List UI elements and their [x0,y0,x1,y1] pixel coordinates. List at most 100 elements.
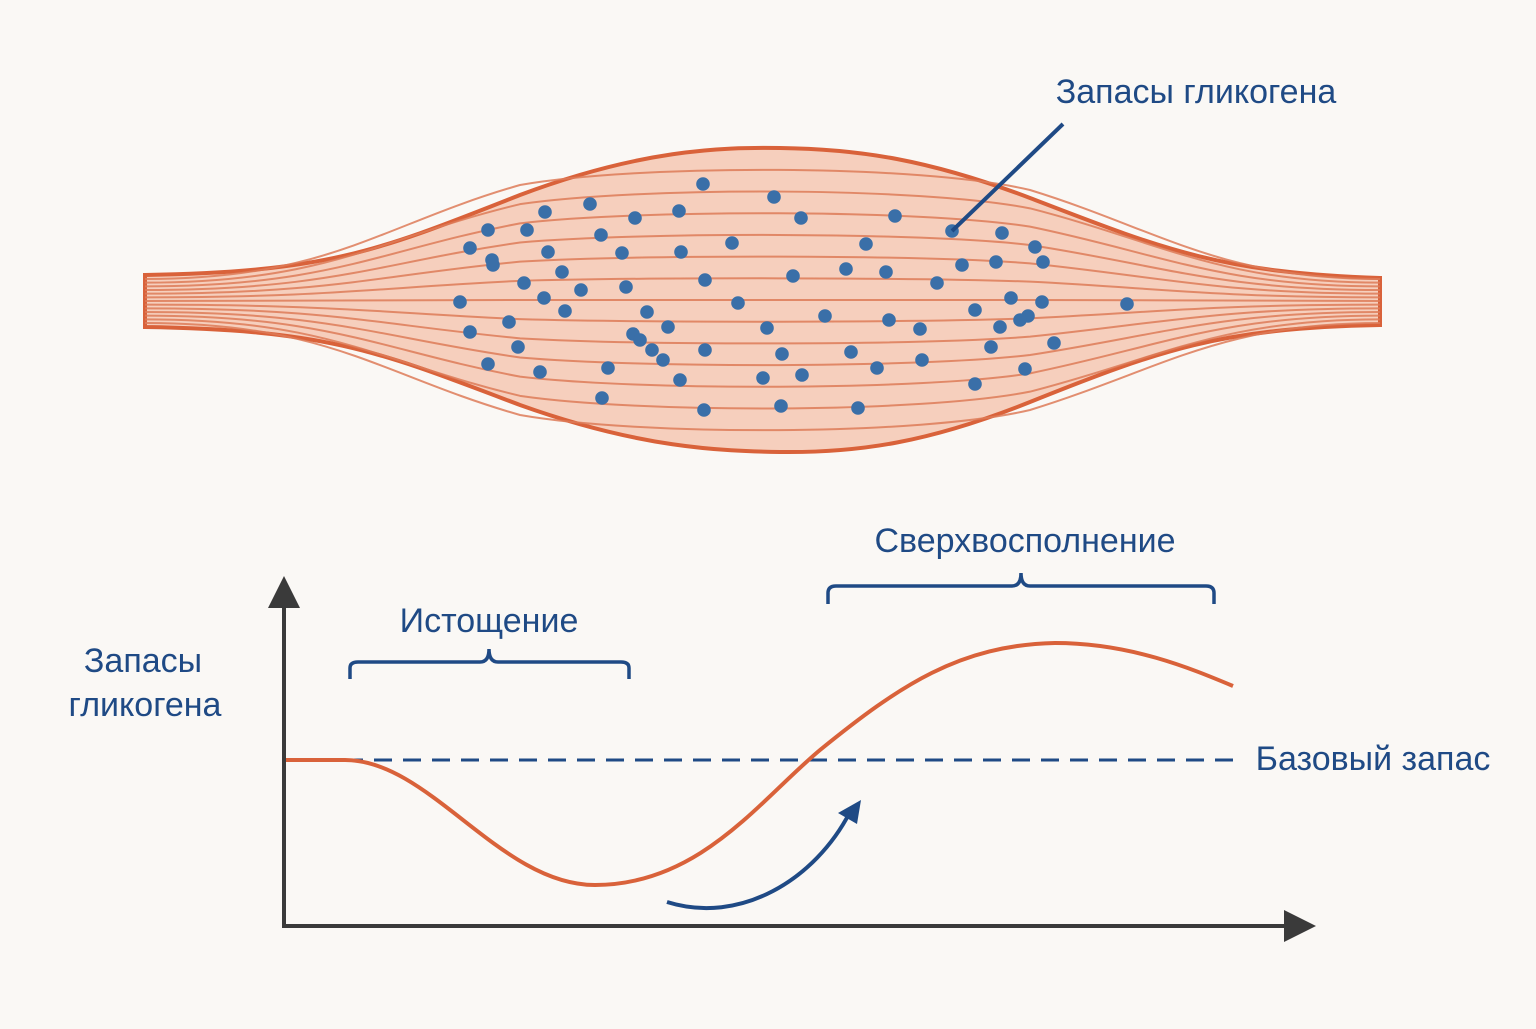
glycogen-granule [697,403,711,417]
glycogen-granule [537,291,551,305]
glycogen-granule [502,315,516,329]
glycogen-granule [851,401,865,415]
glycogen-granule [463,325,477,339]
glycogen-granule [674,245,688,259]
glycogen-granule [879,265,893,279]
glycogen-granule [1047,336,1061,350]
muscle-fiber-line [144,168,1381,280]
glycogen-granule [481,357,495,371]
glycogen-granule [984,340,998,354]
glycogen-curve [286,640,1234,888]
glycogen-granule [595,391,609,405]
muscle-fiber-line [144,277,1381,299]
glycogen-granule [795,368,809,382]
glycogen-granule [628,211,642,225]
glycogen-granules [453,177,1134,417]
glycogen-granule [696,177,710,191]
glycogen-granule [1035,295,1049,309]
glycogen-granule [594,228,608,242]
glycogen-granule [1028,240,1042,254]
glycogen-granule [767,190,781,204]
glycogen-granule [645,343,659,357]
glycogen-granule [511,340,525,354]
depletion-label: Истощение [400,602,579,640]
muscle-fiber-line [144,212,1381,288]
glycogen-granule [995,226,1009,240]
glycogen-granule [673,373,687,387]
muscle-fiber-line [144,314,1381,388]
glycogen-granule [601,361,615,375]
glycogen-granule [661,320,675,334]
muscle-fiber-line [144,298,1381,302]
glycogen-granule [859,237,873,251]
glycogen-granule [882,313,896,327]
glycogen-granule [989,255,1003,269]
muscle-illustration [143,145,1382,455]
glycogen-granule [794,211,808,225]
glycogen-granule [619,280,633,294]
glycogen-granule [698,273,712,287]
glycogen-granule [583,197,597,211]
glycogen-callout-label: Запасы гликогена [1056,73,1337,111]
glycogen-granule [930,276,944,290]
muscle-fiber-line [144,190,1381,284]
glycogen-granule [844,345,858,359]
glycogen-granule [615,246,629,260]
glycogen-granule [485,253,499,267]
glycogen-granule [1018,362,1032,376]
glycogen-granule [725,236,739,250]
glycogen-granule [517,276,531,290]
glycogen-callout-line [950,122,1065,233]
glycogen-granule [520,223,534,237]
glycogen-granule [775,347,789,361]
glycogen-granule [774,399,788,413]
glycogen-granule [756,371,770,385]
glycogen-granule [870,361,884,375]
glycogen-granule [1036,255,1050,269]
glycogen-granule [818,309,832,323]
supercompensation-brace [826,572,1216,604]
muscle-fiber-line [144,255,1381,295]
recovery-arrowhead [838,800,861,824]
glycogen-granule [888,209,902,223]
muscle-fiber-line [144,311,1381,367]
glycogen-granule [955,258,969,272]
glycogen-granule [640,305,654,319]
glycogen-granule [839,262,853,276]
glycogen-granule [538,205,552,219]
glycogen-granule [555,265,569,279]
glycogen-granule [913,322,927,336]
glycogen-granule [656,353,670,367]
glycogen-granule [760,321,774,335]
y-axis-label-line2: гликогена [69,686,222,724]
recovery-arrow [666,811,852,911]
glycogen-granule [633,333,647,347]
glycogen-granule [481,223,495,237]
glycogen-granule [968,303,982,317]
glycogen-granule [1013,313,1027,327]
glycogen-granule [786,269,800,283]
glycogen-granule [533,365,547,379]
glycogen-granule [463,241,477,255]
baseline-label: Базовый запас [1256,740,1491,778]
glycogen-granule [731,296,745,310]
supercompensation-label: Сверхвосполнение [874,522,1175,560]
glycogen-granule [672,204,686,218]
glycogen-granule [1120,297,1134,311]
glycogen-granule [698,343,712,357]
glycogen-granule [541,245,555,259]
glycogen-granule [993,320,1007,334]
y-axis-label-line1: Запасы [84,642,202,680]
glycogen-graph: Запасы гликогена Базовый запас Истощение… [69,522,1491,942]
muscle-fiber-line [144,322,1381,432]
glycogen-granule [574,283,588,297]
glycogen-granule [1004,291,1018,305]
muscle-fiber-line [144,307,1381,345]
glycogen-granule [968,377,982,391]
glycogen-granule [558,304,572,318]
muscle-fiber-line [144,233,1381,291]
depletion-brace [348,648,631,679]
glycogen-granule [453,295,467,309]
